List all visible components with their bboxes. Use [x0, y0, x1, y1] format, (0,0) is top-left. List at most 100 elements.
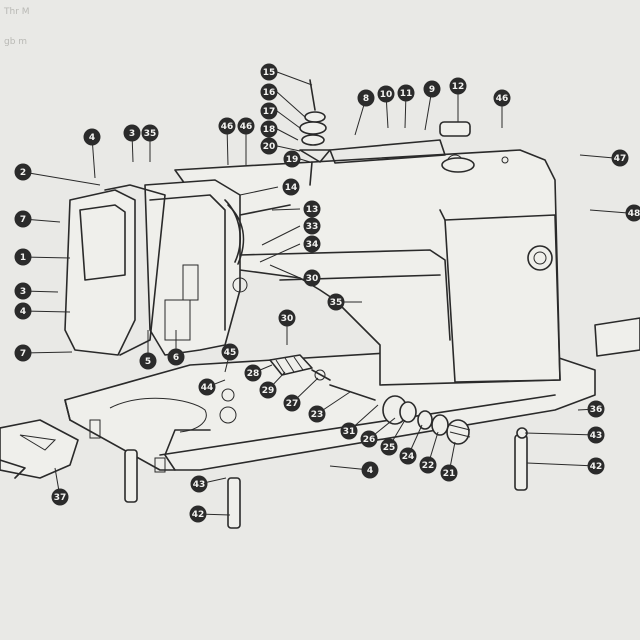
- callout-number: 30: [306, 274, 319, 284]
- callout-marker: [493, 89, 511, 107]
- callout-marker: [218, 117, 236, 135]
- callout-31: 31: [340, 422, 358, 440]
- callout-30: 30: [278, 309, 296, 327]
- callout-5: 5: [139, 352, 157, 370]
- callout-number: 4: [20, 307, 26, 317]
- tension-assembly: [299, 79, 475, 186]
- callout-35: 35: [141, 124, 159, 142]
- callout-42: 42: [587, 457, 605, 475]
- callout-number: 17: [263, 107, 276, 117]
- callout-marker: [625, 204, 640, 222]
- callout-marker: [397, 84, 415, 102]
- callout-number: 8: [363, 94, 369, 104]
- callout-14: 14: [282, 178, 300, 196]
- callout-9: 9: [423, 80, 441, 98]
- callout-number: 3: [129, 129, 135, 139]
- machine-head: [144, 179, 291, 356]
- callout-number: 14: [285, 183, 298, 193]
- callout-number: 46: [240, 122, 253, 132]
- callout-marker: [308, 405, 326, 423]
- callout-47: 47: [611, 149, 629, 167]
- callout-number: 47: [614, 154, 627, 164]
- callout-number: 24: [402, 452, 415, 462]
- callout-12: 12: [449, 77, 467, 95]
- callout-marker: [340, 422, 358, 440]
- callout-27: 27: [283, 394, 301, 412]
- callout-25: 25: [380, 438, 398, 456]
- callout-marker: [244, 364, 262, 382]
- callout-marker: [167, 348, 185, 366]
- callout-3: 3: [14, 282, 32, 300]
- callout-marker: [221, 343, 239, 361]
- callout-number: 45: [224, 348, 237, 358]
- callout-number: 16: [263, 88, 276, 98]
- callout-marker: [259, 381, 277, 399]
- callout-marker: [360, 430, 378, 448]
- callout-marker: [51, 488, 69, 506]
- callout-number: 7: [20, 349, 26, 359]
- callout-marker: [449, 77, 467, 95]
- callout-7: 7: [14, 344, 32, 362]
- callout-4: 4: [14, 302, 32, 320]
- callout-number: 6: [173, 353, 179, 363]
- callout-marker: [189, 505, 207, 523]
- callout-marker: [303, 217, 321, 235]
- callout-number: 35: [144, 129, 157, 139]
- callout-marker: [14, 210, 32, 228]
- callout-number: 46: [221, 122, 234, 132]
- callout-marker: [123, 124, 141, 142]
- callout-16: 16: [260, 83, 278, 101]
- callout-marker: [282, 178, 300, 196]
- callout-number: 20: [263, 142, 276, 152]
- callout-13: 13: [303, 200, 321, 218]
- face-plate: [64, 184, 166, 356]
- callout-36: 36: [587, 400, 605, 418]
- callout-marker: [587, 400, 605, 418]
- callout-marker: [361, 461, 379, 479]
- callout-marker: [278, 309, 296, 327]
- callout-marker: [198, 378, 216, 396]
- callout-marker: [423, 80, 441, 98]
- callout-7: 7: [14, 210, 32, 228]
- callout-24: 24: [399, 447, 417, 465]
- callout-marker: [260, 83, 278, 101]
- callout-marker: [260, 102, 278, 120]
- callout-marker: [283, 394, 301, 412]
- callout-number: 33: [306, 222, 319, 232]
- callout-48: 48: [625, 204, 640, 222]
- callout-number: 23: [311, 410, 324, 420]
- shaft-parts: [219, 354, 471, 445]
- callout-26: 26: [360, 430, 378, 448]
- callout-number: 11: [400, 89, 413, 99]
- callout-marker: [587, 457, 605, 475]
- callout-number: 29: [262, 386, 275, 396]
- callout-number: 43: [590, 431, 603, 441]
- callout-17: 17: [260, 102, 278, 120]
- callout-number: 28: [247, 369, 260, 379]
- callout-number: 36: [590, 405, 603, 415]
- callout-34: 34: [303, 235, 321, 253]
- callout-marker: [303, 200, 321, 218]
- callout-number: 5: [145, 357, 151, 367]
- callout-marker: [611, 149, 629, 167]
- callout-3: 3: [123, 124, 141, 142]
- callout-20: 20: [260, 137, 278, 155]
- callout-number: 25: [383, 443, 396, 453]
- callout-number: 43: [193, 480, 206, 490]
- callout-marker: [260, 120, 278, 138]
- callout-23: 23: [308, 405, 326, 423]
- callout-46: 46: [493, 89, 511, 107]
- callout-number: 26: [363, 435, 376, 445]
- callout-number: 35: [330, 298, 343, 308]
- callout-number: 12: [452, 82, 465, 92]
- callout-6: 6: [167, 348, 185, 366]
- callout-number: 18: [263, 125, 276, 135]
- callout-30: 30: [303, 269, 321, 287]
- callout-marker: [237, 117, 255, 135]
- callout-2: 2: [14, 163, 32, 181]
- callout-44: 44: [198, 378, 216, 396]
- callout-number: 19: [286, 155, 299, 165]
- slide-plate: [0, 419, 79, 479]
- callout-21: 21: [440, 464, 458, 482]
